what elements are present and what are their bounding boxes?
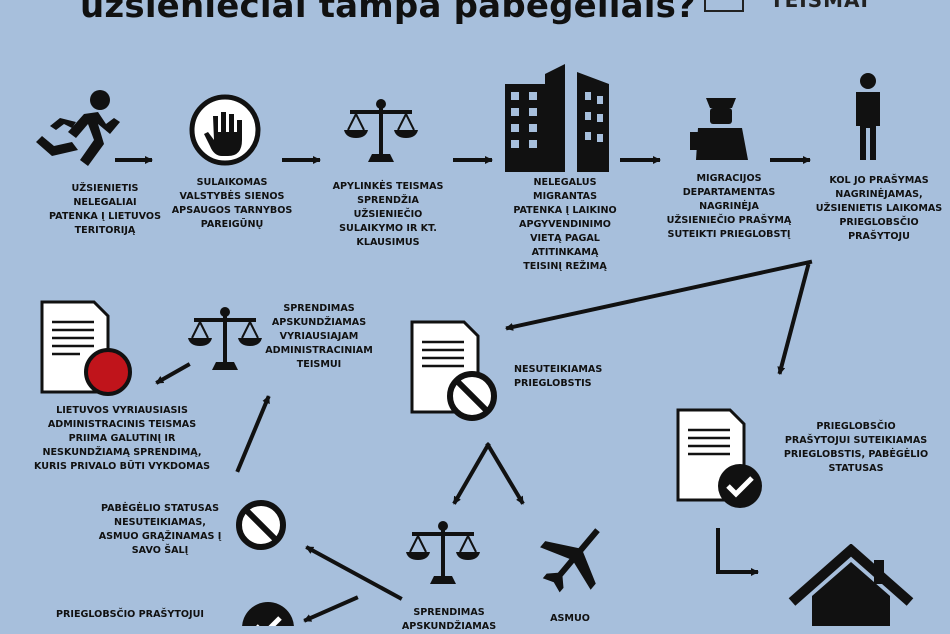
arrow-up-appeal <box>235 395 271 473</box>
step-label-migration: MIGRACIJOS DEPARTAMENTAS NAGRINĖJA UŽSIE… <box>666 173 792 240</box>
label-granted: PRIEGLOBSČIO PRAŠYTOJUI SUTEIKIAMAS PRIE… <box>783 421 929 474</box>
house-icon <box>788 544 914 626</box>
arrow-to-denied <box>505 259 813 331</box>
document-seal-icon <box>40 300 132 396</box>
arrow-fork-right <box>485 442 525 505</box>
label-asylum-granted: PRIEGLOBSČIO PRAŠYTOJUI <box>55 609 204 620</box>
arrow-fork-left <box>452 442 491 505</box>
arrow-to-granted <box>777 263 811 375</box>
airplane-icon <box>540 528 600 593</box>
officer-icon <box>690 98 748 160</box>
buildings-icon <box>505 64 609 172</box>
scales-icon <box>406 521 480 584</box>
step-label-waiting: KOL JO PRAŠYMAS NAGRINĖJAMAS, UŽSIENIETI… <box>815 175 943 242</box>
no-entry-icon <box>236 500 286 550</box>
scales-icon <box>188 307 262 370</box>
label-refugee-denied: PABĖGĖLIO STATUSAS NESUTEIKIAMAS, ASMUO … <box>98 503 222 556</box>
label-appeal-supreme: SPRENDIMAS APSKUNDŽIAMAS VYRIAUSIAJAM AD… <box>265 303 373 370</box>
label-supreme-court: LIETUVOS VYRIAUSIASIS ADMINISTRACINIS TE… <box>33 405 211 472</box>
arrow-to-supreme <box>155 362 191 385</box>
arrow-to-bottom <box>303 595 359 623</box>
label-denied: NESUTEIKIAMAS PRIEGLOBSTIS <box>514 364 603 389</box>
logo-text: TEISMAI <box>770 0 869 12</box>
check-icon <box>242 602 294 626</box>
label-appealed: SPRENDIMAS APSKUNDŽIAMAS <box>401 607 497 632</box>
arrow-to-refdenied <box>305 545 403 601</box>
step-label-lodging: NELEGALUS MIGRANTAS PATENKA Į LAIKINO AP… <box>513 177 617 272</box>
stop-hand-icon <box>189 94 261 166</box>
standing-person-icon <box>856 73 880 160</box>
scales-icon <box>344 99 418 162</box>
label-person: ASMUO <box>550 613 590 624</box>
step-label-enter: UŽSIENIETIS NELEGALIAI PATENKA Į LIETUVO… <box>49 183 161 236</box>
arrow-to-home <box>716 528 759 576</box>
step-label-court: APYLINKĖS TEISMAS SPRENDŽIA UŽSIENIEČIO … <box>332 181 444 248</box>
document-icon <box>410 320 497 421</box>
running-person-icon <box>36 90 120 166</box>
page-title: užsieniečiai tampa pabėgėliais? <box>80 0 696 26</box>
step-label-detain: SULAIKOMAS VALSTYBĖS SIENOS APSAUGOS TAR… <box>171 177 293 230</box>
document-icon <box>676 408 762 508</box>
court-logo-icon <box>704 0 744 12</box>
